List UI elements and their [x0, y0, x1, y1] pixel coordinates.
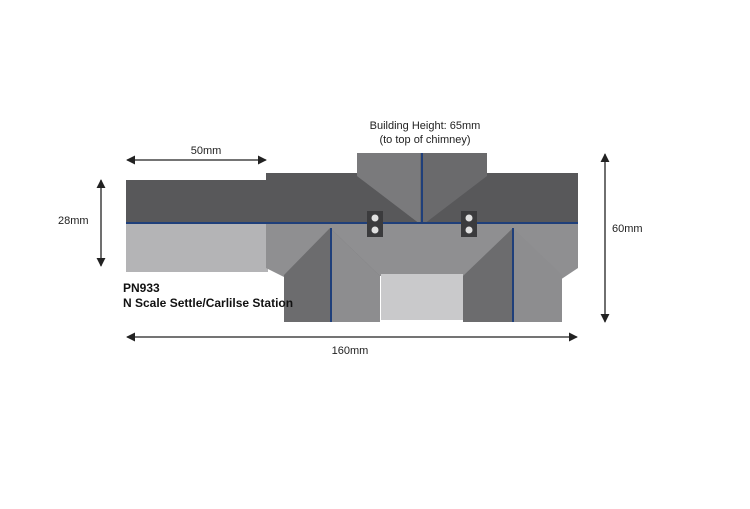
left-wing-roof [126, 180, 268, 222]
ridge-lines [126, 153, 578, 322]
total-depth-label: 60mm [612, 223, 643, 235]
wing-width-label: 50mm [190, 145, 222, 157]
wing-depth-label: 28mm [58, 215, 89, 227]
dimension-arrows [96, 153, 610, 342]
product-name: N Scale Settle/Carlilse Station [123, 296, 294, 310]
chimney-right [461, 211, 477, 237]
total-length-label: 160mm [331, 345, 369, 357]
building-height-note: Building Height: 65mm (to top of chimney… [352, 119, 498, 147]
product-code: PN933 [123, 281, 160, 295]
left-wing [126, 180, 268, 272]
building-height-line1: Building Height: 65mm [369, 120, 481, 132]
center-gable-left-face [357, 153, 420, 224]
chimney-left [367, 211, 383, 237]
front-entrance [381, 274, 463, 320]
right-front-wing-face [463, 228, 513, 322]
left-wing-wall [126, 224, 268, 272]
building-height-line2: (to top of chimney) [379, 134, 471, 146]
left-front-wing-face [330, 228, 380, 322]
